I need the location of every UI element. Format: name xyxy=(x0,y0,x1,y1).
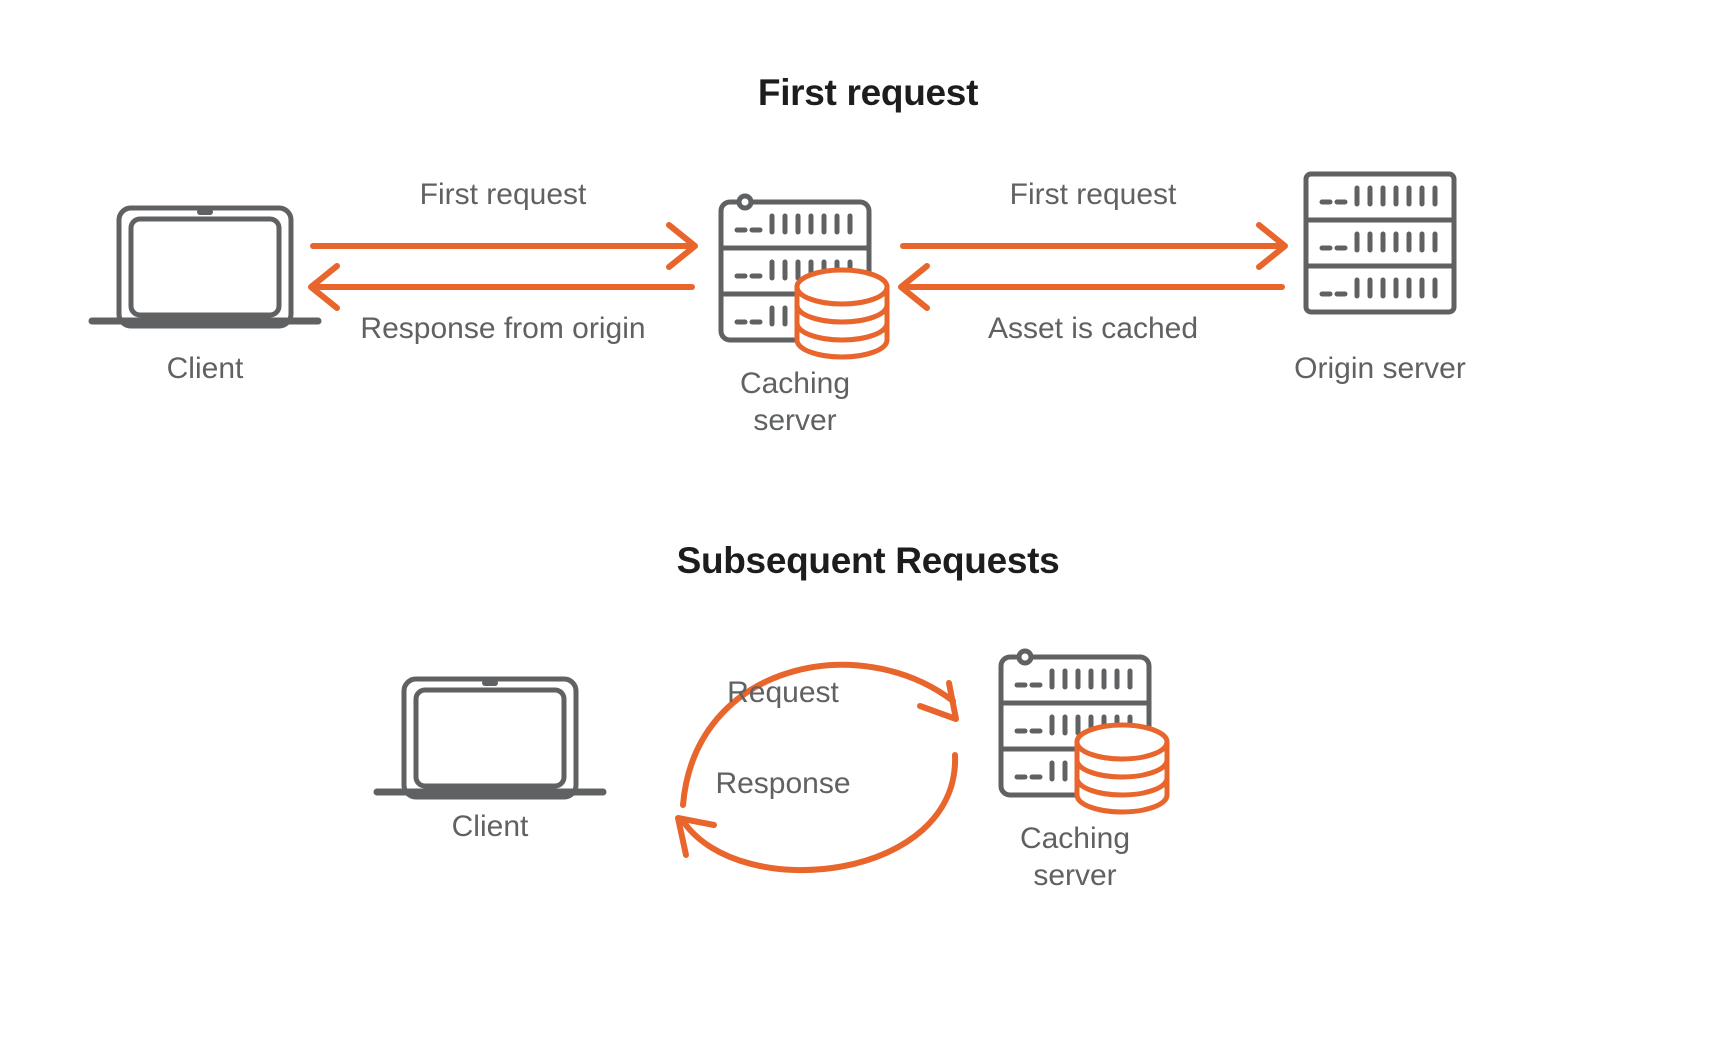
node-label-client: Client xyxy=(166,352,244,385)
database-cylinder-icon xyxy=(794,267,890,360)
arrow-right-icon xyxy=(900,222,1288,270)
arrow-left-icon xyxy=(898,263,1285,311)
laptop-icon xyxy=(373,676,607,800)
flow-label-origin-to-cache-cached: Asset is cached xyxy=(987,312,1199,345)
laptop-icon xyxy=(88,205,322,329)
node-label-caching-server: Caching server xyxy=(739,367,851,437)
section-title-first-request: First request xyxy=(757,72,979,113)
section-title-subsequent-requests: Subsequent Requests xyxy=(676,540,1060,581)
flow-label-client-to-cache-request: First request xyxy=(419,178,587,211)
caching-server-icon xyxy=(998,648,1170,815)
flow-label-subsequent-request: Request xyxy=(727,676,839,709)
arrow-right-icon xyxy=(310,222,698,270)
flow-label-cache-to-origin-request: First request xyxy=(1009,178,1177,211)
node-label-caching-server: Caching server xyxy=(1019,822,1131,892)
server-rack-icon xyxy=(1303,171,1457,315)
caching-server-icon xyxy=(718,193,890,360)
flow-label-subsequent-response: Response xyxy=(715,767,851,800)
node-label-origin-server: Origin server xyxy=(1294,352,1466,385)
database-cylinder-icon xyxy=(1074,722,1170,815)
flow-label-cache-to-client-response: Response from origin xyxy=(360,312,646,345)
arrow-left-icon xyxy=(308,263,695,311)
node-label-client: Client xyxy=(451,810,529,843)
